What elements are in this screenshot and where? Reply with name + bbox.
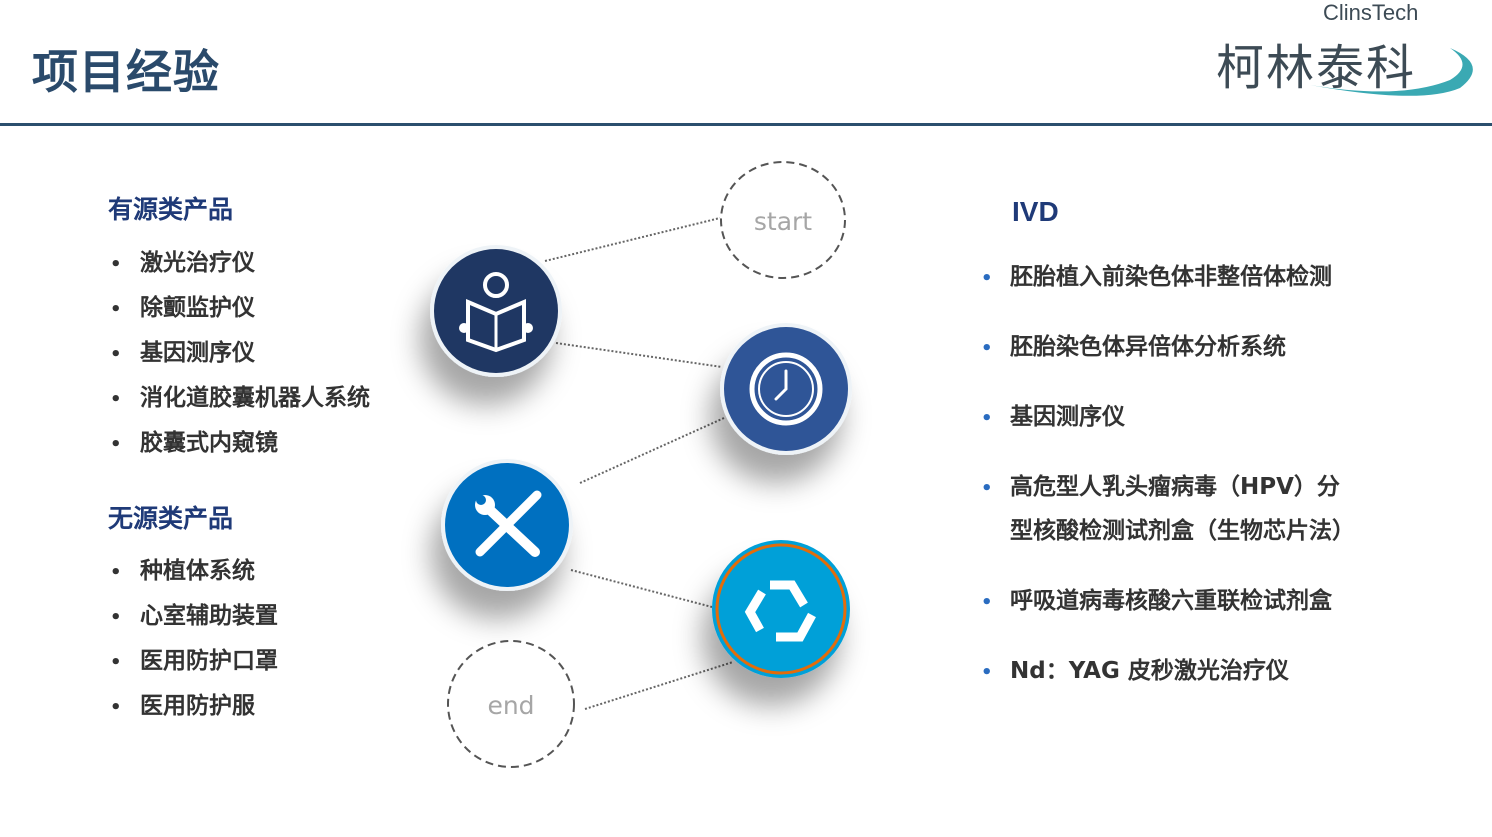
clock-icon — [720, 323, 852, 455]
logo-english: ClinsTech — [1323, 0, 1419, 25]
header-divider — [0, 123, 1492, 126]
start-label: start — [754, 207, 812, 236]
connector-line — [584, 661, 734, 710]
list-item: 基因测序仪 — [110, 336, 370, 381]
ivd-heading: IVD — [1012, 196, 1059, 227]
active-products-list: 激光治疗仪 除颤监护仪 基因测序仪 消化道胶囊机器人系统 胶囊式内窥镜 — [110, 246, 370, 471]
list-item: 胶囊式内窥镜 — [110, 426, 370, 471]
start-node: start — [720, 161, 846, 279]
connector-line — [555, 342, 723, 368]
list-item: 除颤监护仪 — [110, 291, 370, 336]
connector-lines — [544, 217, 734, 710]
list-item: 心室辅助装置 — [110, 599, 278, 644]
list-item-continuation: 型核酸检测试剂盒（生物芯片法） — [1010, 518, 1355, 544]
passive-products-list: 种植体系统 心室辅助装置 医用防护口罩 医用防护服 — [110, 554, 278, 734]
passive-products-heading: 无源类产品 — [108, 504, 234, 533]
ivd-list: 胚胎植入前染色体非整倍体检测 胚胎染色体异倍体分析系统 基因测序仪 高危型人乳头… — [981, 255, 1355, 695]
end-label: end — [487, 691, 534, 720]
list-item: 医用防护口罩 — [110, 644, 278, 689]
recycle-icon — [712, 540, 850, 678]
list-item: Nd：YAG 皮秒激光治疗仪 — [981, 649, 1355, 695]
logo-chinese: 柯林泰科 — [1216, 40, 1417, 96]
list-item: 呼吸道病毒核酸六重联检试剂盒 — [981, 579, 1355, 625]
connector-line — [579, 417, 725, 484]
logo-swoosh-icon — [1310, 48, 1473, 96]
list-item: 基因测序仪 — [981, 395, 1355, 441]
connector-line — [570, 569, 713, 608]
page-title: 项目经验 — [32, 45, 220, 99]
list-item: 激光治疗仪 — [110, 246, 370, 291]
active-products-heading: 有源类产品 — [108, 195, 234, 224]
list-item: 种植体系统 — [110, 554, 278, 599]
tools-icon — [441, 459, 573, 591]
list-item: 消化道胶囊机器人系统 — [110, 381, 370, 426]
list-item: 胚胎植入前染色体非整倍体检测 — [981, 255, 1355, 301]
list-item: 医用防护服 — [110, 689, 278, 734]
list-item: 胚胎染色体异倍体分析系统 — [981, 325, 1355, 371]
connector-line — [544, 217, 721, 262]
reader-icon — [430, 245, 562, 377]
end-node: end — [447, 640, 575, 768]
list-item: 高危型人乳头瘤病毒（HPV）分 — [981, 465, 1355, 511]
